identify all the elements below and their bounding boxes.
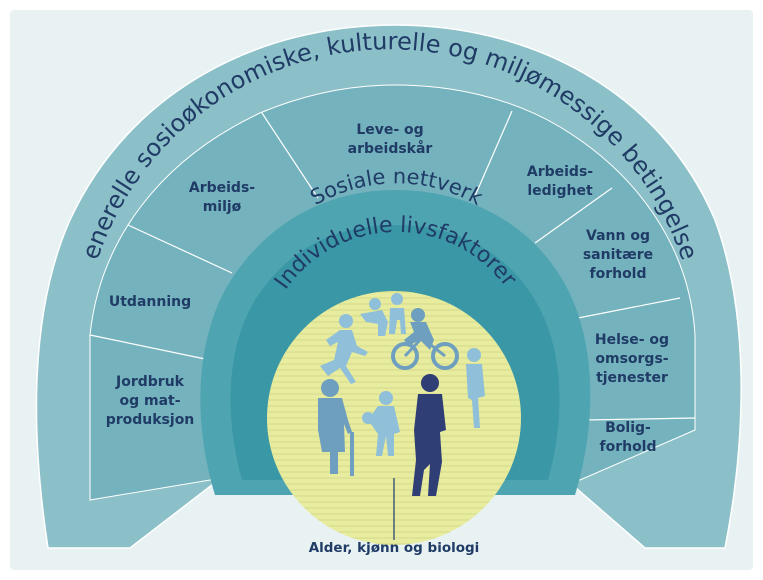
segment-label-line: omsorgs- <box>595 351 668 367</box>
segment-label-line: Utdanning <box>109 294 191 310</box>
segment-labels: Jordbruk og mat-produksjon Utdanning Arbeid… <box>106 122 669 455</box>
segment-label-line: Helse- og <box>595 332 669 348</box>
segment-label-line: ledighet <box>527 183 593 199</box>
segment-label-line: Leve- og <box>356 122 423 138</box>
segment-label-line: og mat- <box>119 393 180 409</box>
segment-dividers <box>89 110 696 421</box>
segment-label-line: produksjon <box>106 412 195 428</box>
segment-label-line: Jordbruk <box>115 374 185 390</box>
segment-arbeidsmiljo-label: Arbeids-miljø <box>189 180 255 215</box>
segment-jordbruk-label: Jordbruk og mat-produksjon <box>106 374 195 428</box>
segment-vann-og-sanitaere-label: Vann og sanitære forhold <box>583 228 653 282</box>
segment-leve-og-arbeidskar-label: Leve- og arbeidskår <box>348 122 433 157</box>
segment-label-line: tjenester <box>596 370 668 386</box>
segment-label-line: forhold <box>599 439 656 455</box>
segment-label-line: Arbeids- <box>527 164 593 180</box>
segment-label-line: Vann og <box>586 228 650 244</box>
segment-label-line: forhold <box>589 266 646 282</box>
segment-helse-og-omsorg-label: Helse- og omsorgs-tjenester <box>595 332 669 386</box>
segment-boligforhold-label: Bolig-forhold <box>599 420 656 455</box>
segment-label-line: Arbeids- <box>189 180 255 196</box>
segment-label-line: miljø <box>203 199 242 215</box>
segment-label-line: arbeidskår <box>348 140 433 157</box>
segment-label-line: sanitære <box>583 247 653 263</box>
segment-utdanning-label: Utdanning <box>109 294 191 310</box>
core-label: Alder, kjønn og biologi <box>309 540 480 556</box>
people-silhouettes-icon <box>318 293 485 496</box>
segment-label-line: Bolig- <box>605 420 651 436</box>
segment-arbeidsledighet-label: Arbeids-ledighet <box>527 164 593 199</box>
